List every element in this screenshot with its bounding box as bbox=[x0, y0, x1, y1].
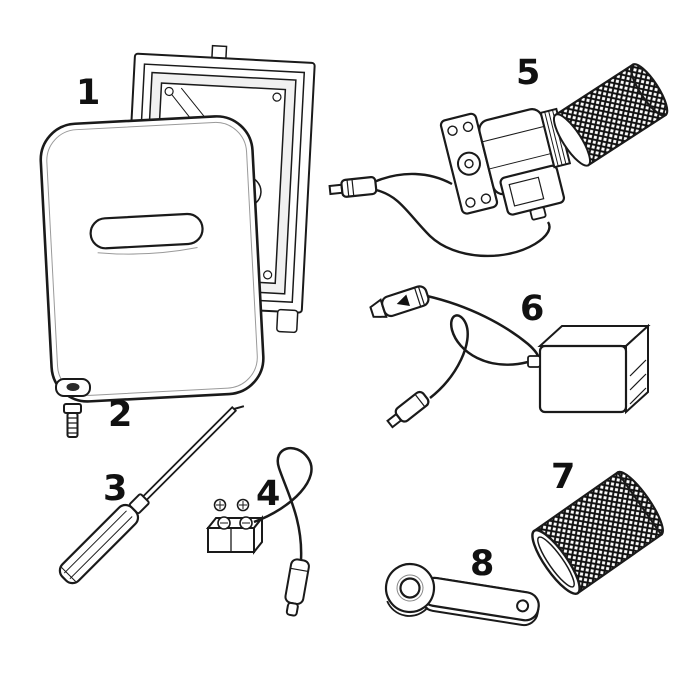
spanner-drawing bbox=[384, 562, 540, 627]
screw-and-washer-drawing bbox=[55, 378, 91, 438]
valve-filter-cartridge bbox=[553, 63, 669, 167]
part-label-4: 4 bbox=[256, 474, 281, 514]
part-label-3: 3 bbox=[103, 469, 128, 509]
cable-battery-drawing bbox=[369, 285, 651, 429]
mesh-strainer-drawing bbox=[531, 470, 664, 595]
sensor-connector-bottom bbox=[386, 390, 430, 429]
part-label-2: 2 bbox=[108, 395, 133, 435]
sensor-connector-top bbox=[369, 285, 430, 318]
plate-oval-button bbox=[89, 212, 204, 250]
battery-box bbox=[527, 323, 651, 415]
solenoid-valve-drawing bbox=[328, 63, 669, 258]
flush-plate-drawing bbox=[39, 115, 265, 403]
valve-plug-connector bbox=[328, 176, 378, 198]
part-label-8: 8 bbox=[470, 544, 495, 584]
part-label-7: 7 bbox=[551, 457, 576, 497]
part-label-6: 6 bbox=[520, 289, 545, 329]
terminal-block-drawing bbox=[205, 447, 313, 617]
screwdriver-drawing bbox=[58, 405, 245, 585]
part-label-5: 5 bbox=[516, 53, 541, 93]
part-label-1: 1 bbox=[76, 73, 101, 113]
cable-connector bbox=[284, 558, 310, 617]
